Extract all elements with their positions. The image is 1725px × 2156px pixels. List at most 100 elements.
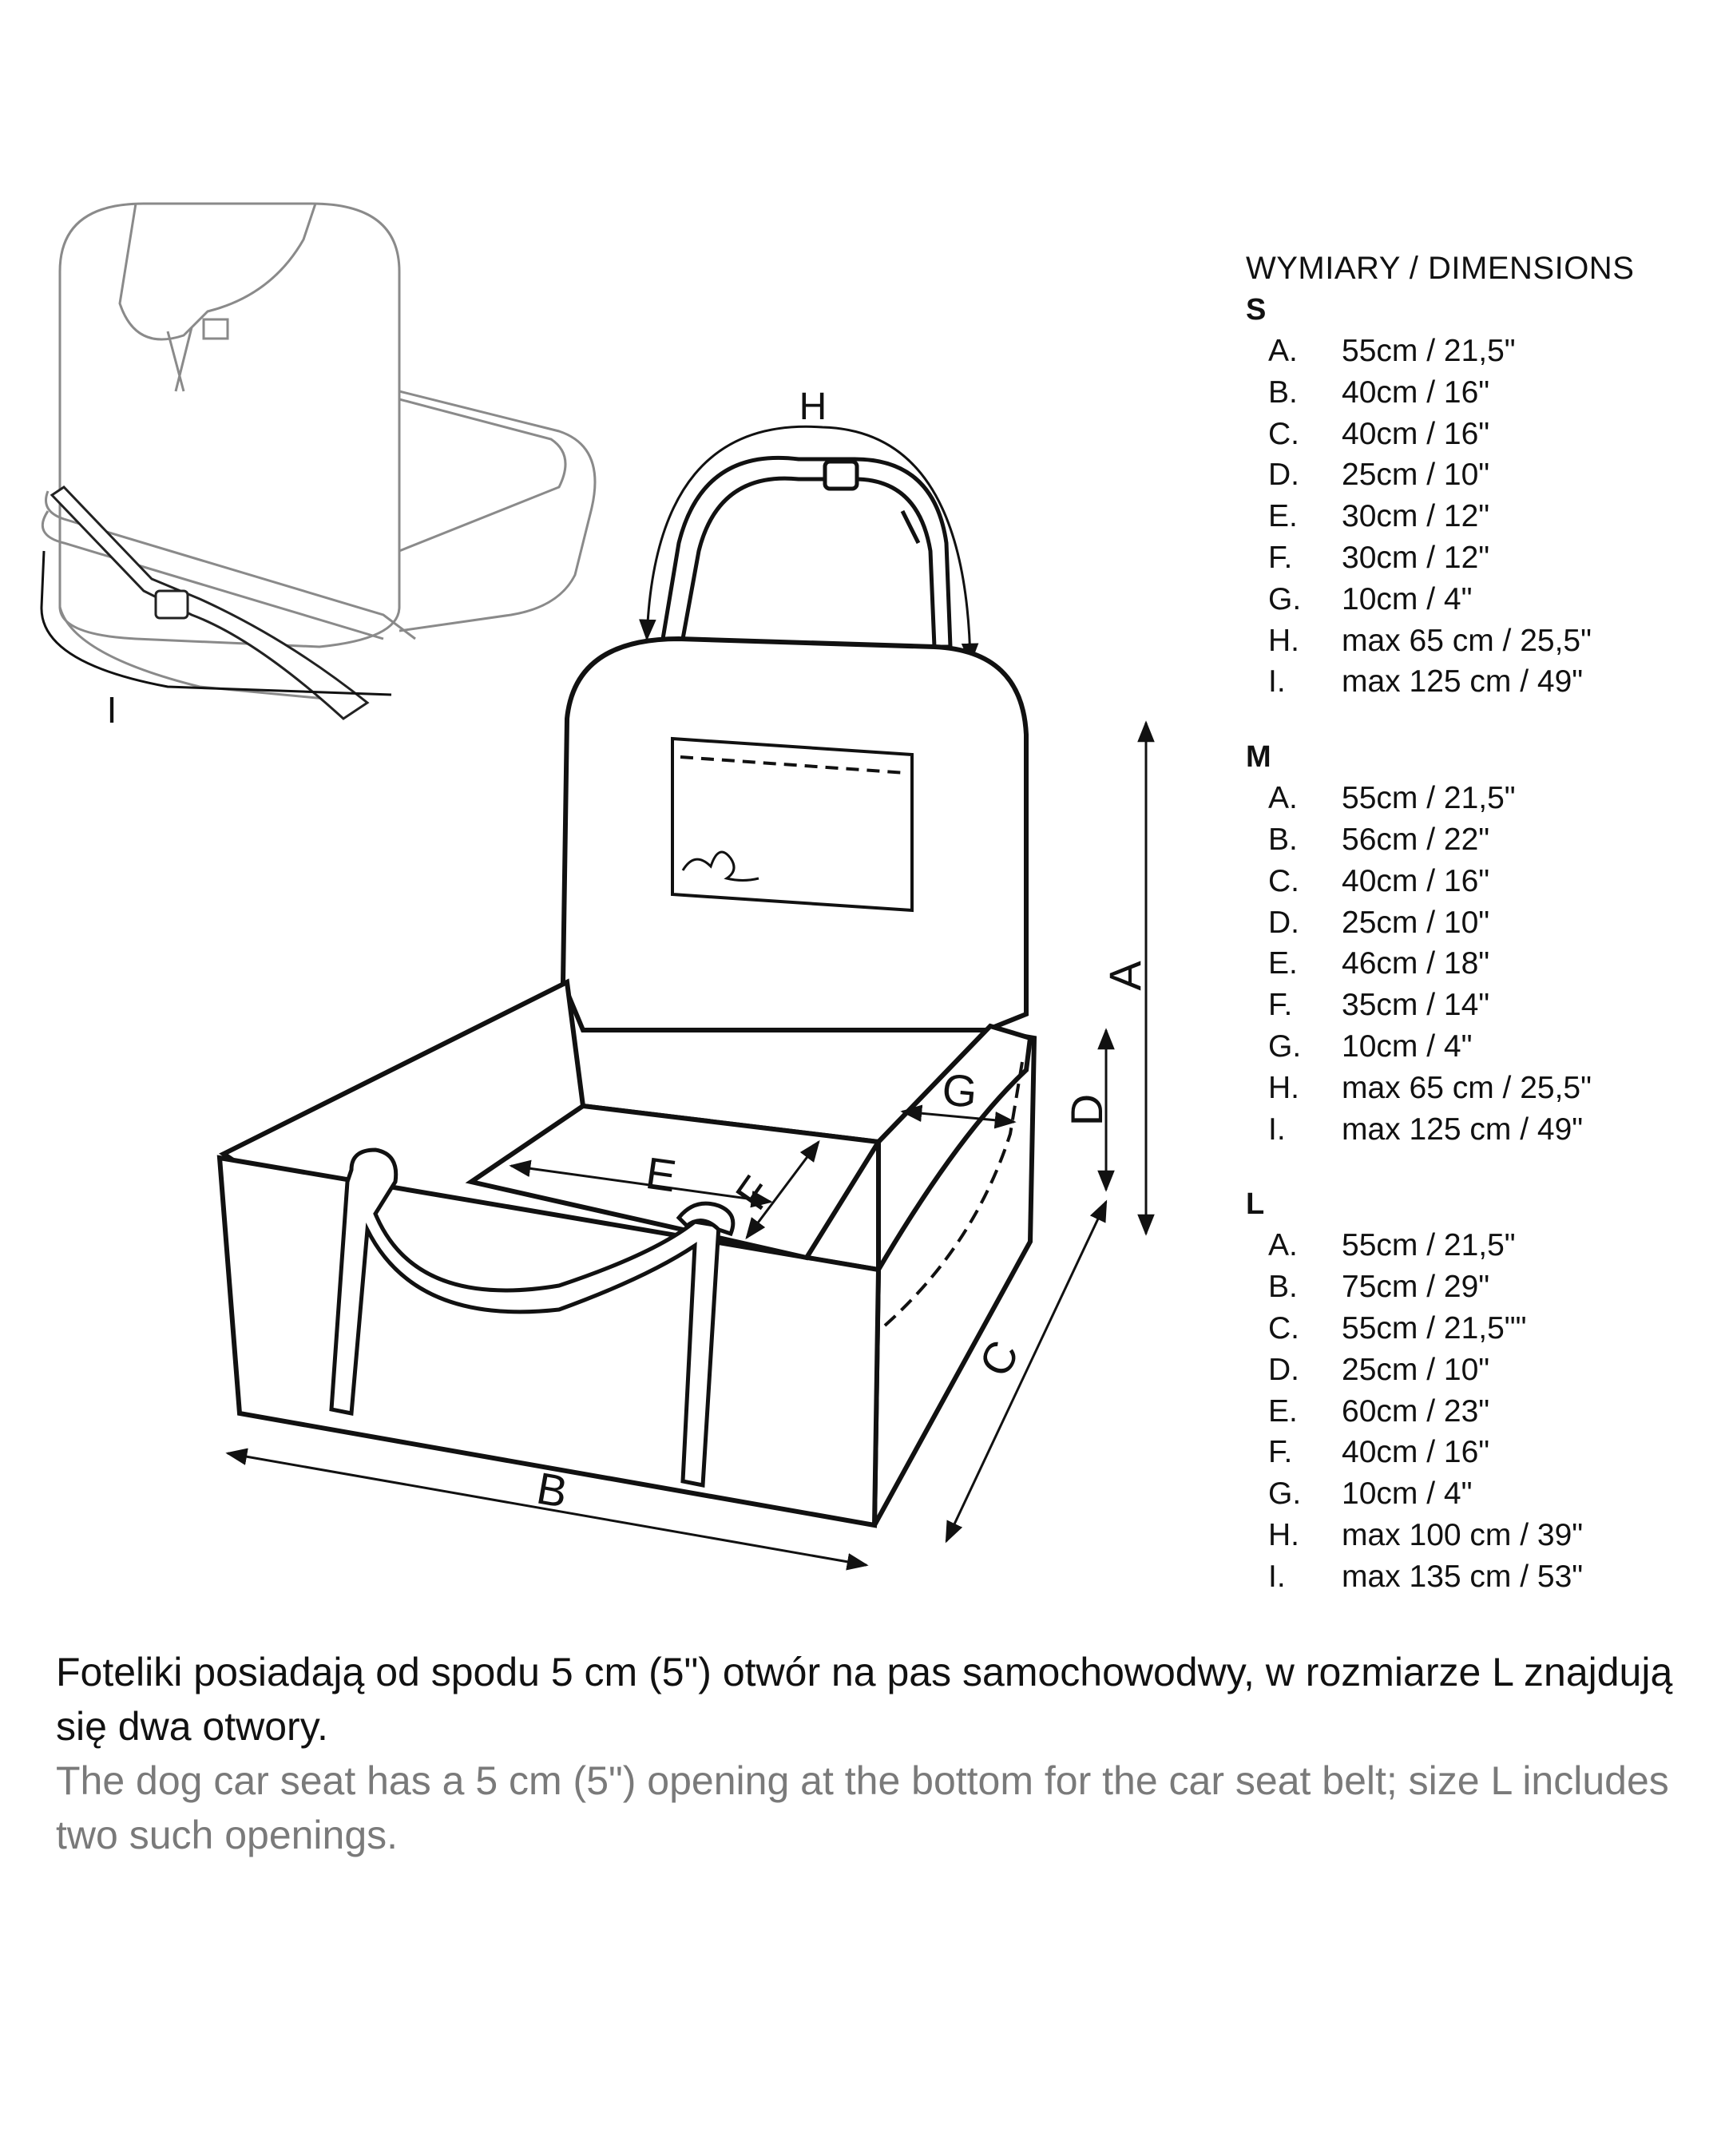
dim-row: A. 55cm / 21,5" (1246, 1225, 1693, 1266)
dim-letter: D. (1268, 905, 1299, 940)
dim-letter: B. (1268, 1270, 1298, 1305)
dim-row: H. max 65 cm / 25,5" (1246, 1068, 1693, 1109)
dimensions-title: WYMIARY / DIMENSIONS (1246, 251, 1635, 286)
dim-row: C.40cm / 16" (1246, 861, 1693, 902)
dim-letter: I. (1268, 1112, 1286, 1147)
dim-row: B. 56cm / 22" (1246, 819, 1693, 861)
dimension-f-line (745, 1139, 820, 1240)
dim-letter: E. (1268, 946, 1298, 981)
dim-value: 55cm / 21,5" (1342, 781, 1516, 816)
dim-value: 60cm / 23" (1342, 1393, 1490, 1429)
dim-value: 46cm / 18" (1342, 946, 1490, 981)
label-d: D (1061, 1094, 1112, 1126)
note-polish: Foteliki posiadają od spodu 5 cm (5") ot… (56, 1650, 1673, 1749)
dim-value: 25cm / 10" (1342, 905, 1490, 940)
dim-letter: I. (1268, 664, 1286, 700)
dim-letter: C. (1268, 1310, 1299, 1346)
dimension-h-arrow (639, 425, 979, 665)
dim-value: 30cm / 12" (1342, 540, 1490, 575)
dim-value: 10cm / 4" (1342, 581, 1473, 616)
dim-value: 55cm / 21,5" (1342, 1228, 1516, 1263)
label-b: B (533, 1463, 572, 1518)
dim-letter: A. (1268, 1228, 1298, 1263)
dimension-b-line (225, 1448, 869, 1571)
dim-letter: G. (1268, 1476, 1302, 1512)
dim-letter: B. (1268, 822, 1298, 857)
dim-letter: E. (1268, 499, 1298, 534)
dim-letter: F. (1268, 988, 1293, 1023)
dim-letter: A. (1268, 781, 1298, 816)
dim-letter: B. (1268, 375, 1298, 410)
label-i: I (107, 689, 117, 731)
dim-value: 40cm / 16" (1342, 375, 1490, 410)
dimensions-panel: WYMIARY / DIMENSIONS S A.55cm / 21,5" B.… (1246, 248, 1693, 1598)
pocket (671, 736, 914, 913)
dimension-lines (225, 720, 1155, 1571)
dim-letter: C. (1268, 863, 1299, 898)
dim-letter: E. (1268, 1393, 1298, 1429)
dim-row: A. 55cm / 21,5" (1246, 778, 1693, 819)
dim-row: G. 10cm / 4" (1246, 579, 1693, 620)
dim-value: 75cm / 29" (1342, 1270, 1490, 1305)
dim-value: 56cm / 22" (1342, 822, 1490, 857)
dim-letter: H. (1268, 1070, 1299, 1105)
dim-value: 25cm / 10" (1342, 1352, 1490, 1387)
dim-value: max 65 cm / 25,5" (1342, 623, 1592, 658)
dim-value: max 65 cm / 25,5" (1342, 1070, 1592, 1105)
dim-value: 10cm / 4" (1342, 1028, 1473, 1064)
dim-row: B. 75cm / 29" (1246, 1266, 1693, 1308)
dimension-c-line (945, 1199, 1108, 1544)
label-h: H (799, 386, 827, 428)
dim-row: G. 10cm / 4" (1246, 1473, 1693, 1515)
dim-value: 10cm / 4" (1342, 1476, 1473, 1512)
dim-row: D. 25cm / 10" (1246, 1349, 1693, 1391)
backrest (560, 636, 1029, 1032)
top-handle (660, 455, 953, 649)
size-block-l: L A.55cm / 21,5" B.75cm / 29" C.55cm / 2… (1246, 1183, 1693, 1597)
dim-value: max 125 cm / 49" (1342, 1112, 1584, 1147)
dim-letter: D. (1268, 1352, 1299, 1387)
dim-letter: I. (1268, 1559, 1286, 1594)
label-g: G (940, 1064, 979, 1117)
spacer (1246, 703, 1693, 736)
dim-value: 35cm / 14" (1342, 988, 1490, 1023)
inset-belt (40, 485, 392, 720)
size-label: S (1246, 293, 1267, 327)
inset-seat-sketch (41, 202, 597, 704)
dim-row: H. max 65 cm / 25,5" (1246, 620, 1693, 662)
dim-letter: G. (1268, 581, 1302, 616)
size-label: M (1246, 740, 1271, 775)
dim-row: E. 30cm / 12" (1246, 496, 1693, 537)
dim-value: 40cm / 16" (1342, 416, 1490, 451)
dim-row: D.25cm / 10" (1246, 454, 1693, 496)
dim-row: I. max 125 cm / 49" (1246, 661, 1693, 703)
dim-letter: H. (1268, 623, 1299, 658)
dim-row: E. 46cm / 18" (1246, 943, 1693, 985)
dim-letter: A. (1268, 334, 1298, 368)
dim-row: G.10cm / 4" (1246, 1026, 1693, 1068)
dim-row: F.40cm / 16" (1246, 1432, 1693, 1473)
size-block-s: S A.55cm / 21,5" B. 40cm / 16" C. 40cm / 1… (1246, 289, 1693, 703)
size-block-m: M A. 55cm / 21,5" B. 56cm / 22" C.40cm / 1… (1246, 736, 1693, 1150)
dim-value: max 125 cm / 49" (1342, 664, 1584, 700)
dim-row: F. 35cm / 14" (1246, 985, 1693, 1026)
dim-value: max 100 cm / 39" (1342, 1517, 1584, 1552)
dim-letter: C. (1268, 416, 1299, 451)
dim-row: C. 40cm / 16" (1246, 414, 1693, 455)
dim-row: F. 30cm / 12" (1246, 537, 1693, 579)
dim-row: D. 25cm / 10" (1246, 902, 1693, 944)
dimension-g-line (900, 1104, 1017, 1129)
dim-value: 40cm / 16" (1342, 1435, 1490, 1470)
dim-value: 55cm / 21,5"" (1342, 1310, 1527, 1346)
dim-letter: H. (1268, 1517, 1299, 1552)
dim-row: I. max 125 cm / 49" (1246, 1109, 1693, 1151)
label-e: E (643, 1147, 680, 1202)
dim-value: 30cm / 12" (1342, 499, 1490, 534)
note-english: The dog car seat has a 5 cm (5") opening… (56, 1758, 1669, 1857)
dim-value: 25cm / 10" (1342, 458, 1490, 493)
dim-letter: F. (1268, 540, 1293, 575)
dimension-e-line (509, 1159, 773, 1208)
dim-row: I.max 135 cm / 53" (1246, 1556, 1693, 1598)
dim-row: A.55cm / 21,5" (1246, 331, 1693, 372)
